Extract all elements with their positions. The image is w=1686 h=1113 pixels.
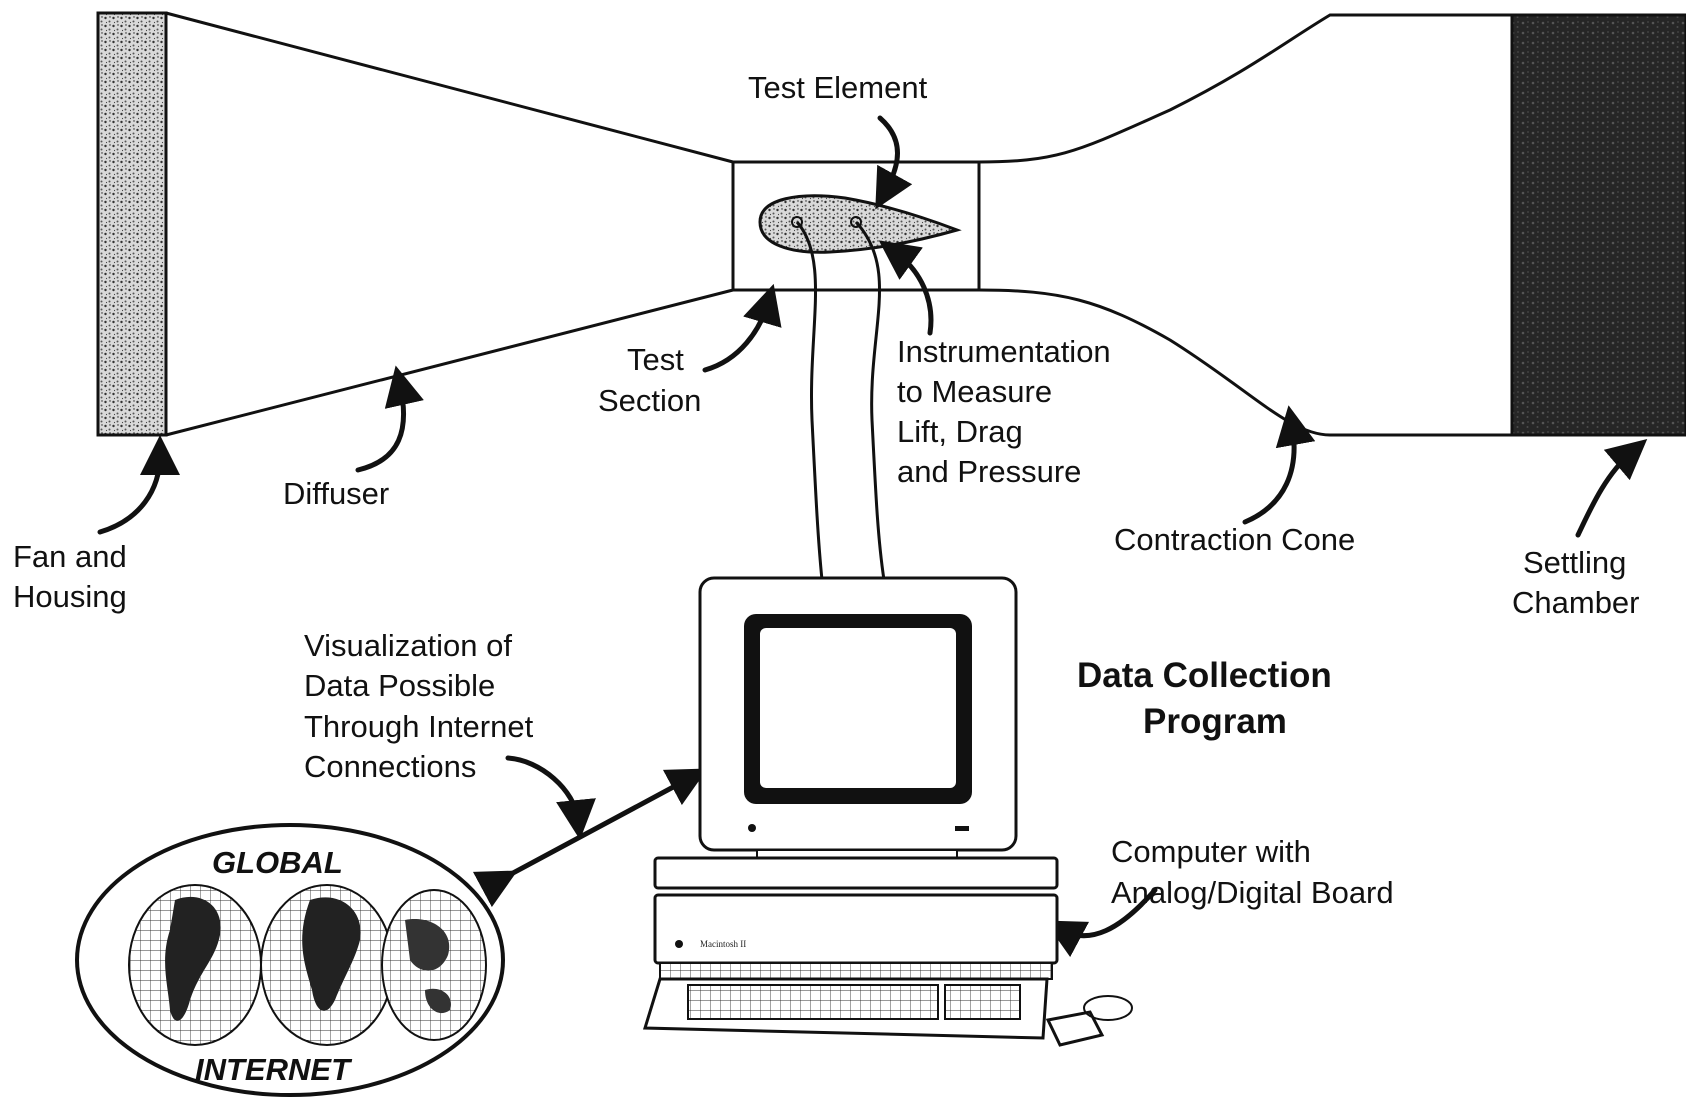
label-visualization: Visualization of Data Possible Through I… [304,628,534,784]
label-test-section: Test Section [598,342,701,418]
svg-text:Housing: Housing [13,579,127,614]
global-internet-globe: GLOBAL INTERNET [75,823,505,1097]
svg-text:Computer with: Computer with [1111,834,1311,869]
computer: Macintosh II [642,576,1133,1047]
pointer-arrows [97,115,1648,958]
label-settling-chamber: Settling Chamber [1512,545,1640,620]
mouse [1045,1010,1105,1047]
arrow-diffuser [355,365,424,473]
svg-text:Connections: Connections [304,749,476,784]
label-instrumentation: Instrumentation to Measure Lift, Drag an… [897,334,1111,489]
label-test-element: Test Element [748,70,928,105]
label-data-collection-program: Data Collection Program [1077,656,1332,741]
svg-text:Test: Test [627,342,684,377]
fan-housing-block [96,11,168,437]
svg-text:Instrumentation: Instrumentation [897,334,1111,369]
arrow-computer [1044,887,1158,958]
arrow-visualization [505,755,596,840]
svg-text:Lift, Drag: Lift, Drag [897,414,1023,449]
label-contraction-cone: Contraction Cone [1114,522,1355,557]
svg-text:Fan and: Fan and [13,539,127,574]
internet-link-arrow [472,768,708,908]
svg-text:Data Possible: Data Possible [304,668,495,703]
svg-text:Section: Section [598,383,701,418]
diffuser-body [165,11,734,437]
svg-text:Visualization of: Visualization of [304,628,512,663]
svg-text:Through Internet: Through Internet [304,709,534,744]
contraction-cone [978,13,1514,164]
arrow-test-element [875,115,913,210]
globe-bottom-label: INTERNET [195,1052,353,1087]
instrumentation-wires [791,216,886,581]
world-map-lobes [128,884,487,1046]
label-computer: Computer with Analog/Digital Board [1111,834,1394,910]
cpu-top [653,856,1059,890]
monitor-screen [760,628,956,788]
arrow-instrumentation [878,240,934,336]
svg-text:Settling: Settling [1523,545,1626,580]
apple-logo-icon [748,824,756,832]
wind-tunnel [96,11,1686,437]
svg-text:to Measure: to Measure [897,374,1052,409]
arrow-test-section [702,283,782,373]
svg-text:Chamber: Chamber [1512,585,1640,620]
arrow-fan [97,435,180,535]
globe-top-label: GLOBAL [212,845,343,880]
svg-text:Data Collection: Data Collection [1077,656,1332,695]
arrow-contraction [1242,405,1316,525]
svg-text:and Pressure: and Pressure [897,454,1081,489]
svg-text:Analog/Digital Board: Analog/Digital Board [1111,875,1394,910]
label-fan-housing: Fan and Housing [13,539,127,614]
settling-chamber-block [1510,13,1686,437]
arrow-settling [1575,439,1648,538]
svg-text:Program: Program [1143,702,1287,741]
cpu-case [653,893,1059,965]
computer-badge: Macintosh II [700,939,746,949]
label-diffuser: Diffuser [283,476,389,511]
